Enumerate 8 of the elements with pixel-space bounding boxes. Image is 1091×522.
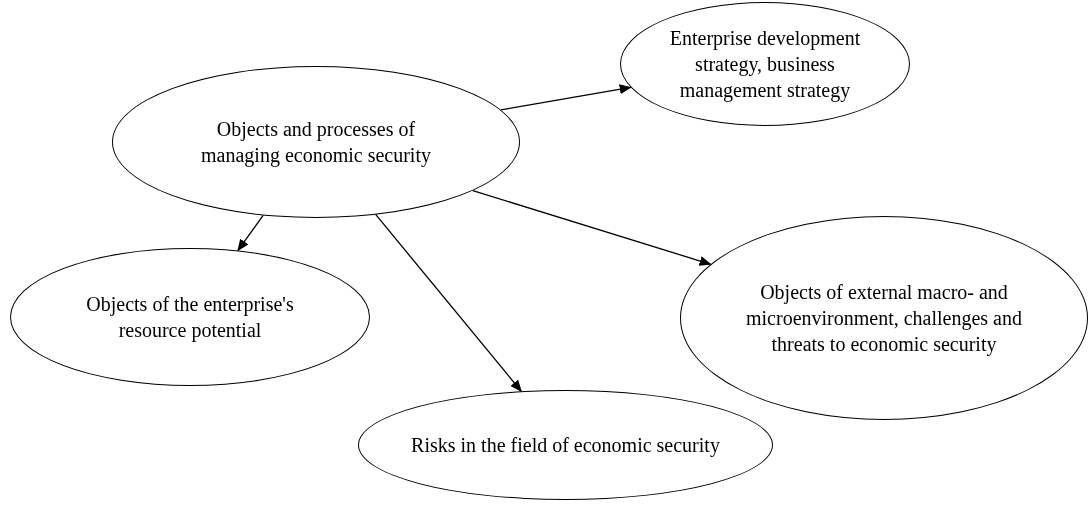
arrow xyxy=(472,189,712,266)
node-text: Objects of the enterprise's resource potential xyxy=(85,292,295,343)
arrow xyxy=(500,84,632,111)
arrow xyxy=(237,214,264,252)
node-text: Objects of external macro- and microenvironment, challenges and threats to economic security xyxy=(745,280,1023,357)
node-text: Risks in the field of economic security xyxy=(410,433,721,458)
node-text: Objects and processes of managing economic security xyxy=(201,117,431,168)
node-text: Enterprise development strategy, business management strategy xyxy=(668,26,862,103)
